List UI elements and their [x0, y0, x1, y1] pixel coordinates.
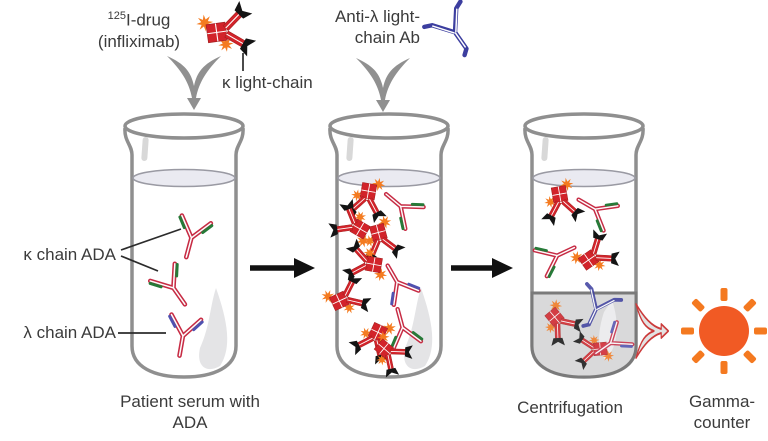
gamma-counter-sun-icon [681, 288, 767, 374]
tube1-caption: Patient serum with ADA [120, 392, 260, 432]
drug-label-line1: 125I-drug [107, 10, 171, 30]
kappa-ada-label: κ chain ADA [23, 245, 116, 264]
liquid-surface [532, 168, 636, 188]
drug-label-line2: (infliximab) [97, 31, 181, 51]
step-arrow-2-icon [451, 258, 513, 278]
liquid-surface [337, 168, 441, 188]
lambda-ada-label: λ chain ADA [23, 323, 116, 342]
add-anti-lambda-funnel-arrow-icon [356, 58, 410, 112]
anti-lambda-label: Anti-λ light- chain Ab [334, 7, 420, 47]
centrifugation-caption: Centrifugation [517, 398, 623, 417]
step-arrow-1-icon [250, 258, 315, 278]
isotope-superscript: 125 [107, 10, 126, 22]
drug-label: 125I-drug (infliximab) [68, 6, 210, 52]
anti-lambda-antibody-icon [424, 2, 487, 65]
add-drug-funnel-arrow-icon [167, 56, 221, 110]
tube-1-patient-serum [118, 112, 245, 379]
pour-arrow-icon [635, 303, 670, 359]
gamma-counter-caption: Gamma- counter [688, 392, 756, 432]
tube-3-centrifuged [523, 112, 645, 379]
liquid-surface [132, 168, 236, 188]
tube-2-mixture [316, 112, 450, 383]
kappa-light-chain-label: κ light-chain [222, 73, 313, 92]
kappa-ada-pointer-lines [120, 228, 182, 272]
